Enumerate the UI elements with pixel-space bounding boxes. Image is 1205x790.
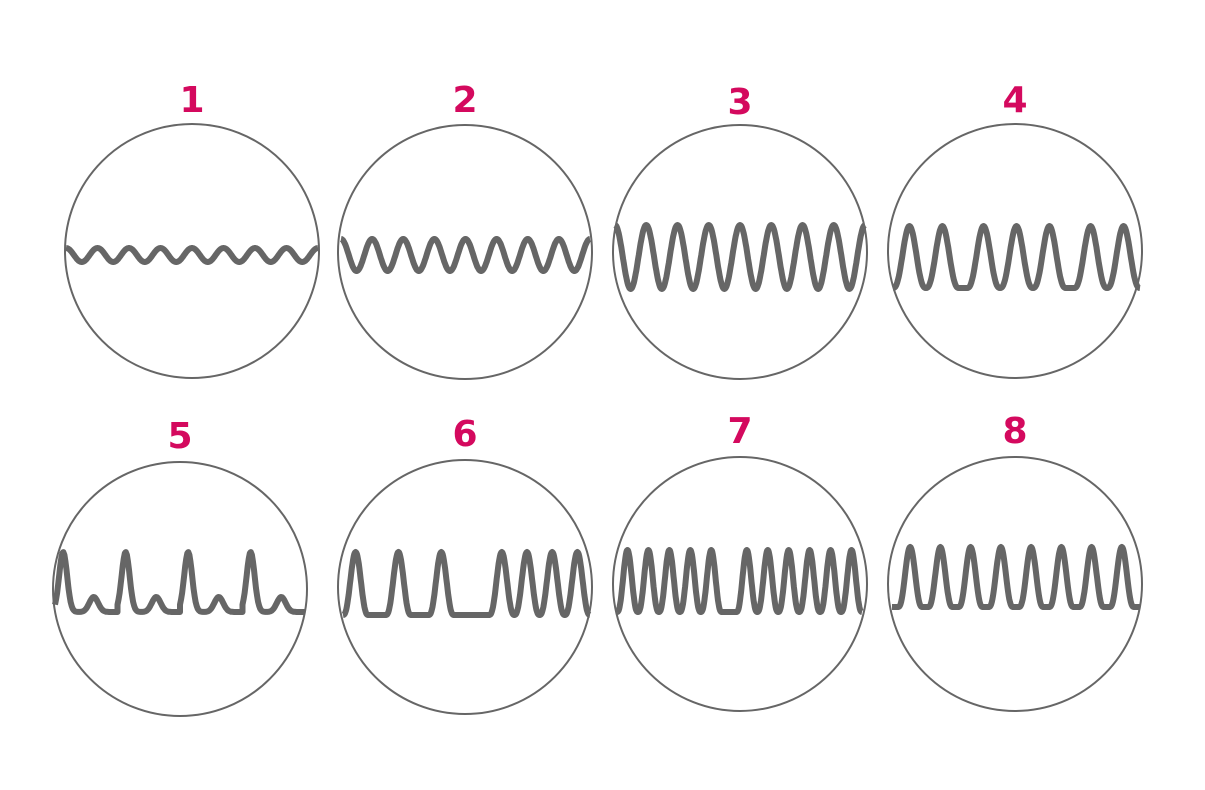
waveform [340,549,593,618]
panel-3: 3 [612,82,868,380]
panel-label: 2 [452,80,477,121]
circle-frame [64,123,320,379]
panel-label: 6 [452,414,477,455]
waveform [52,549,307,615]
waveform [63,245,321,265]
panel-label: 4 [1002,80,1027,121]
panel-8: 8 [887,411,1143,712]
waveform [890,223,1143,291]
panel-label: 5 [167,416,192,457]
circle-frame [612,124,868,380]
circle-frame [887,456,1143,712]
panel-label: 1 [179,80,204,121]
circle-frame [612,456,868,712]
waveform [614,547,865,615]
waveform [338,236,593,274]
panel-5: 5 [52,416,308,717]
waveform [612,222,868,292]
circle-frame [337,459,593,715]
panel-label: 8 [1002,411,1027,452]
panel-1: 1 [63,80,321,379]
panel-6: 6 [337,414,593,715]
circle-frame [52,461,308,717]
panel-4: 4 [887,80,1143,379]
panel-2: 2 [337,80,593,380]
panel-label: 3 [727,82,752,123]
circle-frame [887,123,1143,379]
waveform [892,544,1140,610]
panel-7: 7 [612,411,868,712]
panel-label: 7 [727,411,752,452]
circle-frame [337,124,593,380]
